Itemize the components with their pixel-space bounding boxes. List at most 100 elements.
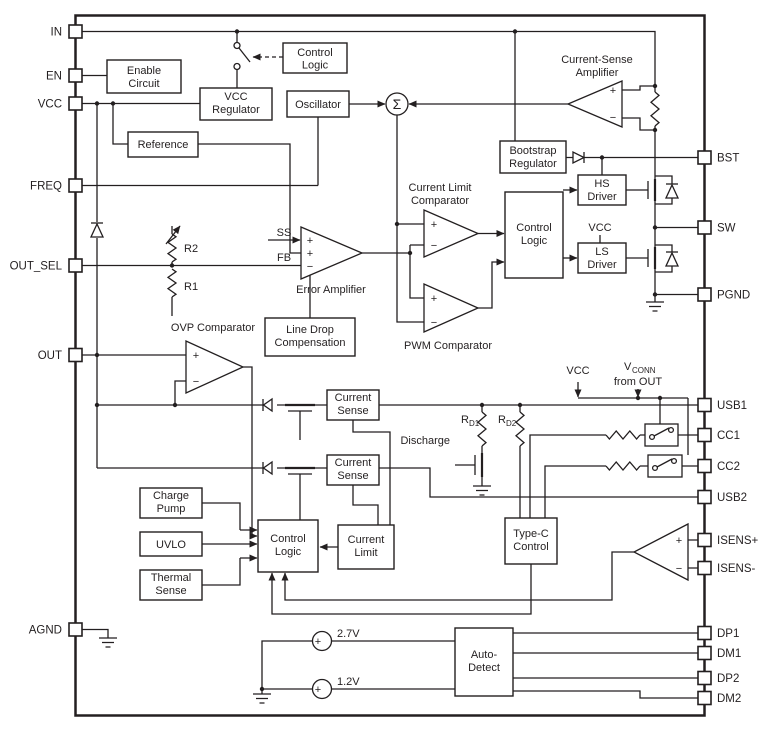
pin-cc2: CC2: [697, 458, 740, 474]
auto-detect-box: [454, 627, 514, 697]
isens-to-logic-wire: [281, 551, 634, 601]
source-2v7-label: 2.7V: [337, 628, 360, 640]
component-symbols: + + Σ: [89, 41, 683, 704]
pin-square: [697, 560, 712, 576]
block-current-sense-1: Current Sense: [326, 389, 380, 421]
switch-contact: [233, 41, 241, 50]
pin-sw: SW: [697, 220, 736, 235]
isens-amplifier: + −: [632, 522, 689, 582]
control-logic-top-label: Control: [297, 47, 332, 59]
pin-square: [697, 397, 712, 413]
rd1-label: R: [461, 414, 469, 426]
source-circle: [311, 630, 333, 652]
minus-sign: −: [431, 240, 437, 252]
r2-label: R2: [184, 243, 198, 255]
switch-contact: [670, 457, 678, 465]
discharge-label: Discharge: [400, 435, 450, 447]
source-plus: +: [315, 636, 321, 648]
uvlo-box: [139, 531, 203, 557]
ovp-comparator: + − OVP Comparator: [171, 322, 255, 395]
block-auto-detect: Auto- Detect: [454, 627, 514, 697]
pin-label: OUT_SEL: [10, 261, 63, 273]
ls-mosfet: [647, 247, 657, 269]
block-reference: Reference: [127, 131, 199, 158]
enable-switch: [233, 41, 251, 71]
wire-net: [82, 30, 698, 699]
pin-square: [697, 427, 712, 443]
pin-square: [697, 670, 712, 686]
plus-sign: +: [307, 235, 313, 247]
ss-label: SS: [277, 227, 292, 239]
current-sense-1-box: [326, 389, 380, 421]
vcc-regulator-box: [199, 87, 273, 121]
error-amplifier: + + − Error Amplifier: [296, 226, 366, 296]
type-c-control-label-2: Control: [513, 541, 548, 553]
vcc-cc-label: VCC: [566, 365, 589, 377]
plus-sign: +: [431, 293, 437, 305]
pin-square: [68, 96, 83, 111]
pin-dm2: DM2: [697, 690, 741, 706]
body-diode-hs: [664, 183, 680, 199]
vcc-regulator-label: VCC: [224, 91, 247, 103]
free-labels: SS FB R2 R1 VCC VCC V CONN from OUT R D1…: [184, 222, 662, 688]
pin-label: EN: [46, 71, 62, 83]
pin-bst: BST: [697, 150, 739, 165]
line-drop-compensation-box: [264, 317, 356, 357]
charge-pump-label-2: Pump: [157, 503, 186, 515]
pin-en: EN: [46, 68, 83, 83]
pin-usb2: USB2: [697, 489, 747, 505]
pin-label: AGND: [29, 625, 62, 637]
control-logic-top-label-2: Logic: [302, 60, 329, 72]
pin-square: [697, 458, 712, 474]
fb-label: FB: [277, 252, 291, 264]
current-sense-amplifier-symbol: [566, 80, 623, 128]
diode-pass-2: [262, 460, 273, 476]
resistor-cc2: [605, 460, 641, 472]
chip-border: [74, 14, 706, 717]
pin-square: [697, 645, 712, 661]
reference-box: [127, 131, 199, 158]
block-control-logic-top: Control Logic: [282, 42, 348, 74]
resistor-rd2: [514, 411, 526, 447]
control-logic-mid-box: [504, 191, 564, 279]
reference-label: Reference: [138, 139, 189, 151]
switch-contact: [648, 433, 656, 441]
plus-sign: +: [610, 85, 616, 97]
switch-blade: [238, 47, 251, 63]
pin-label: DP2: [717, 673, 739, 685]
plus-sign: +: [307, 248, 313, 260]
switch-contact: [233, 62, 241, 71]
minus-sign: −: [676, 563, 682, 575]
diode-triangle: [89, 222, 105, 238]
pin-label: IN: [51, 27, 63, 39]
plus-sign: +: [431, 219, 437, 231]
pin-square: [697, 287, 712, 302]
rd1-sub-label: D1: [469, 419, 480, 428]
block-vcc-regulator: VCC Regulator: [199, 87, 273, 121]
bootstrap-regulator-label-2: Regulator: [509, 158, 557, 170]
enable-circuit-box: [106, 59, 182, 94]
bootstrap-regulator-box: [499, 140, 567, 174]
sigma-symbol: Σ: [393, 96, 402, 112]
hs-mosfet: [647, 179, 657, 201]
line-drop-compensation-label: Line Drop: [286, 324, 334, 336]
minus-sign: −: [431, 317, 437, 329]
block-thermal-sense: Thermal Sense: [139, 569, 203, 601]
current-sense-1-label-2: Sense: [337, 405, 368, 417]
vcc-regulator-label-2: Regulator: [212, 104, 260, 116]
hs-driver-label: HS: [594, 178, 609, 190]
block-control-logic-bottom: Control Logic: [257, 519, 319, 573]
pin-agnd: AGND: [29, 622, 83, 637]
current-limit-comparator-label: Current Limit: [409, 182, 472, 194]
pin-square: [68, 622, 83, 637]
enable-circuit-label: Enable: [127, 65, 161, 77]
vconn-label: V: [624, 361, 632, 373]
current-source-1v2: +: [311, 678, 333, 700]
hs-driver-box: [577, 174, 627, 206]
sigma-circle: [385, 92, 409, 116]
switch-blade: [656, 458, 673, 468]
current-limit-comparator-symbol: [423, 209, 480, 258]
typec-to-logic-wire: [268, 564, 532, 615]
pin-square: [68, 24, 83, 39]
plus-sign: +: [676, 535, 682, 547]
